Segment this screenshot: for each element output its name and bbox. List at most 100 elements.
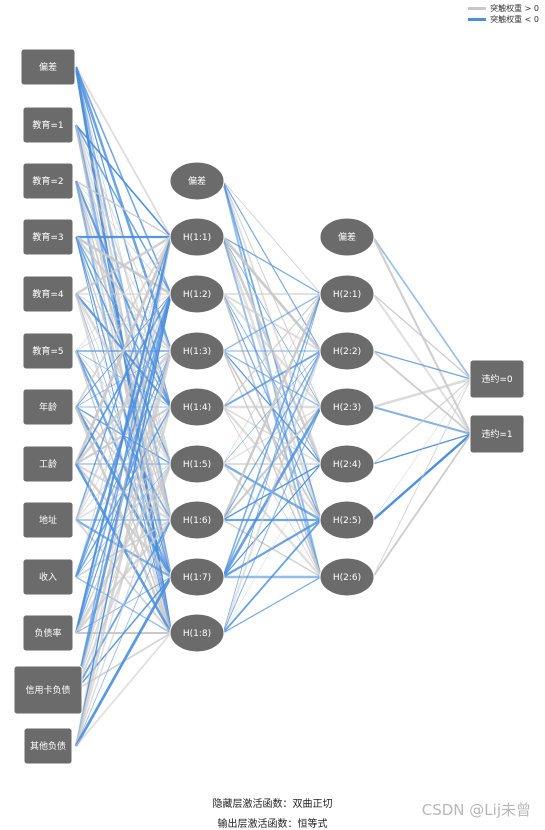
hidden2-node-5-shape xyxy=(319,500,375,540)
edge-in-h1-9-1 xyxy=(75,236,172,578)
output-node-1: 违约=1 xyxy=(469,414,525,454)
hidden2-node-6: H(2:6) xyxy=(319,557,375,597)
edge-h2-out-3-1 xyxy=(372,405,472,436)
output-node-0-label: 违约=0 xyxy=(481,373,513,385)
input-node-8-label: 地址 xyxy=(39,514,57,526)
edge-h1-h2-8-3 xyxy=(222,406,322,634)
input-node-6-label: 年龄 xyxy=(39,401,57,413)
hidden1-node-1-label: H(1:1) xyxy=(183,233,211,243)
legend-positive-swatch xyxy=(468,7,487,10)
legend: 突触权重 > 0 突触权重 < 0 xyxy=(468,3,539,25)
hidden1-node-0-label: 偏差 xyxy=(188,175,206,187)
edge-in-h1-7-1 xyxy=(74,236,173,465)
edge-h2-out-2-0 xyxy=(372,350,472,380)
input-node-11: 信用卡负债 xyxy=(13,665,83,715)
hidden1-node-5-label: H(1:5) xyxy=(183,460,211,470)
hidden2-node-3: H(2:3) xyxy=(319,387,375,427)
hidden1-node-5-shape xyxy=(169,444,225,484)
hidden1-node-1-shape xyxy=(169,217,225,257)
hidden1-node-4: H(1:4) xyxy=(169,387,225,427)
edge-h1-h2-3-1 xyxy=(222,293,322,352)
hidden2-node-2-shape xyxy=(319,331,375,371)
hidden1-node-0: 偏差 xyxy=(169,161,225,201)
edge-in-h1-12-6 xyxy=(75,519,172,747)
input-node-11-box xyxy=(13,665,83,715)
hidden1-node-8: H(1:8) xyxy=(169,613,225,653)
edge-h2-out-1-1 xyxy=(372,293,472,435)
edge-h1-h2-8-4 xyxy=(222,463,322,634)
edge-h1-h2-5-1 xyxy=(222,293,322,465)
hidden2-node-2-label: H(2:2) xyxy=(333,347,361,357)
edge-h1-h2-8-1 xyxy=(222,293,322,634)
edge-in-h1-0-1 xyxy=(75,66,172,238)
input-node-3-box xyxy=(22,218,74,256)
edge-h2-out-0-1 xyxy=(372,236,472,435)
edge-h1-h2-8-6 xyxy=(222,576,322,634)
input-node-8-box xyxy=(22,501,74,539)
synapse-edges xyxy=(74,66,472,747)
hidden2-node-4-label: H(2:4) xyxy=(333,460,361,470)
input-node-5-box xyxy=(22,332,74,370)
legend-positive: 突触权重 > 0 xyxy=(468,3,539,14)
edge-in-h1-4-1 xyxy=(75,235,172,296)
edge-h1-h2-8-5 xyxy=(222,519,322,634)
edge-in-h1-12-7 xyxy=(74,576,173,747)
hidden2-node-0-label: 偏差 xyxy=(338,231,356,243)
output-activation-caption: 输出层激活函数：恒等式 xyxy=(217,819,328,830)
hidden1-node-4-shape xyxy=(169,387,225,427)
legend-negative: 突触权重 < 0 xyxy=(468,14,539,25)
hidden2-node-1-shape xyxy=(319,274,375,314)
input-node-7-box xyxy=(22,445,74,483)
input-node-4-label: 教育=4 xyxy=(32,288,64,300)
input-node-5: 教育=5 xyxy=(22,332,74,370)
edge-in-h1-2-1 xyxy=(75,180,172,238)
input-node-4: 教育=4 xyxy=(22,275,74,313)
input-node-5-label: 教育=5 xyxy=(32,345,63,357)
hidden1-node-2-shape xyxy=(169,274,225,314)
edge-in-h1-5-1 xyxy=(75,236,172,352)
hidden2-node-4: H(2:4) xyxy=(319,444,375,484)
edge-in-h1-12-5 xyxy=(75,463,172,747)
hidden1-node-3: H(1:3) xyxy=(169,331,225,371)
input-node-0-label: 偏差 xyxy=(39,61,57,73)
legend-positive-label: 突触权重 > 0 xyxy=(490,4,539,13)
edge-h2-out-6-1 xyxy=(372,433,472,578)
edge-in-h1-8-1 xyxy=(75,236,172,521)
edge-h1-h2-8-2 xyxy=(222,350,322,634)
input-node-9-box xyxy=(22,558,74,596)
input-node-7-label: 工龄 xyxy=(39,458,57,470)
hidden1-node-8-label: H(1:8) xyxy=(183,629,211,639)
output-node-0-box xyxy=(469,359,525,399)
input-node-8: 地址 xyxy=(22,501,74,539)
input-node-12-label: 其他负债 xyxy=(30,740,66,752)
hidden2-node-3-shape xyxy=(319,387,375,427)
input-node-7: 工龄 xyxy=(22,445,74,483)
neuron-nodes: 偏差教育=1教育=2教育=3教育=4教育=5年龄工龄地址收入负债率信用卡负债其他… xyxy=(13,48,525,765)
edge-h2-out-5-0 xyxy=(372,378,472,521)
edge-in-h1-1-1 xyxy=(75,124,172,238)
hidden1-node-2-label: H(1:2) xyxy=(183,290,211,300)
input-node-1-label: 教育=1 xyxy=(32,119,63,131)
input-node-12-box xyxy=(23,727,73,765)
edge-h2-out-4-0 xyxy=(372,378,472,465)
hidden1-node-0-shape xyxy=(169,161,225,201)
hidden2-node-1-label: H(2:1) xyxy=(333,290,361,300)
edge-in-h1-12-3 xyxy=(74,350,173,747)
input-node-2: 教育=2 xyxy=(22,162,74,200)
input-node-2-label: 教育=2 xyxy=(32,175,63,187)
input-node-9: 收入 xyxy=(22,558,74,596)
hidden2-node-6-shape xyxy=(319,557,375,597)
edge-h1-h2-7-1 xyxy=(222,293,322,578)
edge-in-h1-6-1 xyxy=(75,236,172,408)
hidden2-node-4-shape xyxy=(319,444,375,484)
edge-h2-out-1-0 xyxy=(372,293,472,380)
hidden1-node-6-shape xyxy=(169,500,225,540)
input-node-1-box xyxy=(22,106,74,144)
hidden2-node-6-label: H(2:6) xyxy=(333,573,361,583)
input-node-0: 偏差 xyxy=(20,48,76,86)
input-node-3-label: 教育=3 xyxy=(32,231,63,243)
input-node-3: 教育=3 xyxy=(22,218,74,256)
watermark: CSDN @Lij未曾 xyxy=(421,801,531,819)
output-node-1-label: 违约=1 xyxy=(481,428,512,440)
edge-in-h1-12-2 xyxy=(75,293,172,747)
